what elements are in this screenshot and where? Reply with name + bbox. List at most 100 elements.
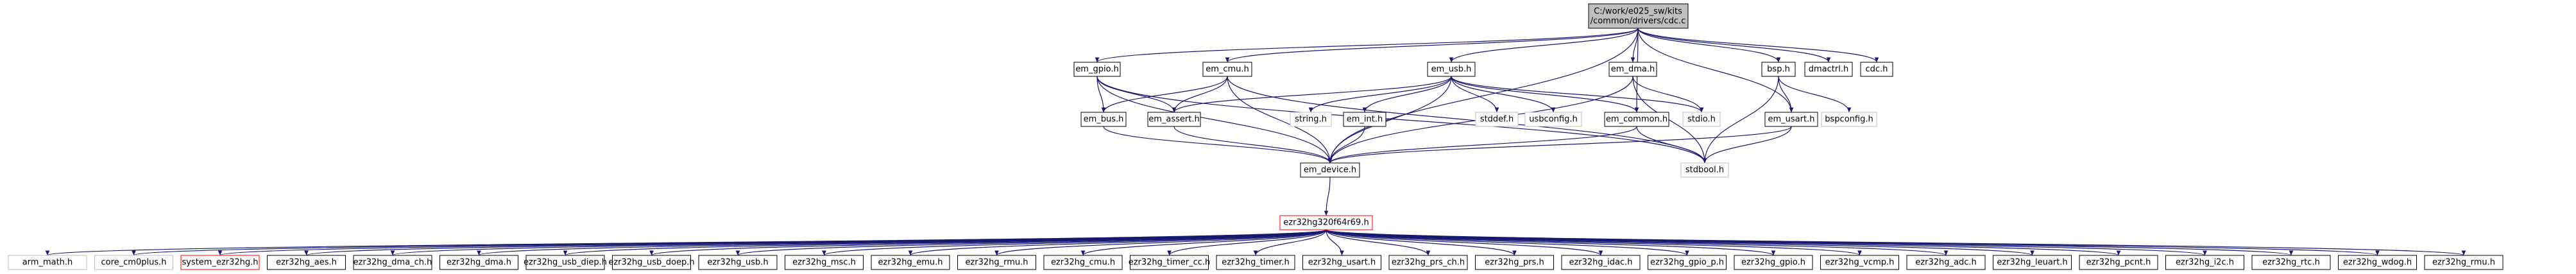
node-em_assert[interactable]: em_assert.h (1147, 112, 1201, 127)
edge-efm-to-bottom-13 (1167, 229, 1327, 256)
node-em_usb[interactable]: em_usb.h (1427, 62, 1476, 77)
node-label-stddef: stddef.h (1480, 115, 1514, 124)
node-label-em_common: em_common.h (1606, 115, 1668, 124)
node-bottom-3[interactable]: ezr32hg_aes.h (267, 255, 346, 270)
node-label-bottom-15: ezr32hg_usart.h (1308, 258, 1376, 268)
edge-em_gpio-to-stdbool (1096, 76, 1707, 164)
node-label-bottom-22: ezr32hg_adc.h (1915, 258, 1976, 268)
node-em-device[interactable]: em_device.h (1300, 162, 1360, 178)
node-usbconfig[interactable]: usbconfig.h (1524, 112, 1582, 127)
node-label-bottom-3: ezr32hg_aes.h (276, 258, 337, 268)
node-label-em-device: em_device.h (1304, 166, 1356, 175)
edge-efm-to-bottom-8 (735, 229, 1327, 256)
node-bottom-11[interactable]: ezr32hg_rmu.h (957, 255, 1036, 270)
node-label-bottom-12: ezr32hg_cmu.h (1051, 258, 1115, 268)
edge-efm-to-bottom-15 (1326, 229, 1344, 256)
edge-root-to-em_usb (1449, 28, 1639, 63)
node-label-em_gpio: em_gpio.h (1075, 65, 1118, 74)
node-em_usart[interactable]: em_usart.h (1764, 112, 1818, 127)
node-cdc[interactable]: cdc.h (1860, 62, 1893, 77)
edge-efm-to-bottom-0 (46, 229, 1327, 256)
node-label-em_cmu: em_cmu.h (1206, 65, 1249, 74)
node-stdbool[interactable]: stdbool.h (1680, 162, 1729, 178)
node-em_cmu[interactable]: em_cmu.h (1202, 62, 1252, 77)
node-label-bottom-19: ezr32hg_gpio_p.h (1650, 258, 1724, 268)
node-ezr32hg320f64r69[interactable]: ezr32hg320f64r69.h (1279, 215, 1373, 230)
node-label-stdbool: stdbool.h (1685, 166, 1724, 175)
node-em_dma[interactable]: em_dma.h (1608, 62, 1657, 77)
edge-em_usart-to-em_device (1327, 126, 1792, 164)
node-label-bottom-17: ezr32hg_prs.h (1485, 258, 1544, 268)
edge-em_cmu-to-em_bus (1101, 76, 1228, 113)
node-label-bottom-26: ezr32hg_rtc.h (2262, 258, 2320, 268)
node-label-bottom-13: ezr32hg_timer_cc.h (1129, 258, 1211, 268)
node-bottom-26[interactable]: ezr32hg_rtc.h (2251, 255, 2331, 270)
node-em_common[interactable]: em_common.h (1604, 112, 1669, 127)
node-bottom-9[interactable]: ezr32hg_msc.h (785, 255, 864, 270)
node-label-usbconfig: usbconfig.h (1529, 115, 1577, 124)
node-label-em_usb: em_usb.h (1431, 65, 1472, 74)
node-bottom-4[interactable]: ezr32hg_dma_ch.h (353, 255, 432, 270)
edge-efm-to-bottom-24 (1326, 229, 2120, 256)
node-bottom-6[interactable]: ezr32hg_usb_diep.h (524, 255, 607, 270)
node-bottom-0[interactable]: arm_math.h (8, 255, 87, 270)
node-bottom-28[interactable]: ezr32hg_rmu.h (2424, 255, 2503, 270)
node-bottom-12[interactable]: ezr32hg_cmu.h (1043, 255, 1123, 270)
node-bspconfig[interactable]: bspconfig.h (1821, 112, 1877, 127)
node-bottom-20[interactable]: ezr32hg_gpio.h (1734, 255, 1813, 270)
node-bottom-22[interactable]: ezr32hg_adc.h (1906, 255, 1986, 270)
node-bottom-17[interactable]: ezr32hg_prs.h (1475, 255, 1554, 270)
node-em_gpio[interactable]: em_gpio.h (1073, 62, 1121, 77)
edge-efm-to-bottom-16 (1326, 229, 1431, 256)
node-label-em_dma: em_dma.h (1611, 65, 1655, 74)
edge-efm-to-bottom-1 (132, 229, 1327, 256)
edge-em_usb-to-em_assert (1172, 76, 1452, 113)
root-node-cdc-c[interactable]: C:/work/e025_sw/kits /common/drivers/cdc… (1588, 3, 1689, 29)
node-label-bottom-5: ezr32hg_dma.h (447, 258, 511, 268)
node-bottom-18[interactable]: ezr32hg_idac.h (1561, 255, 1641, 270)
node-bottom-8[interactable]: ezr32hg_usb.h (698, 255, 778, 270)
node-stdio[interactable]: stdio.h (1682, 112, 1721, 127)
node-em_bus[interactable]: em_bus.h (1080, 112, 1127, 127)
node-bottom-10[interactable]: ezr32hg_emu.h (871, 255, 950, 270)
edge-root-to-cdc (1637, 28, 1879, 63)
edge-em_common-to-stdbool (1636, 126, 1707, 164)
node-string[interactable]: string.h (1290, 112, 1332, 127)
node-label-bottom-23: ezr32hg_leuart.h (1997, 258, 2067, 268)
node-bottom-23[interactable]: ezr32hg_leuart.h (1993, 255, 2072, 270)
node-bottom-15[interactable]: ezr32hg_usart.h (1302, 255, 1381, 270)
node-bottom-27[interactable]: ezr32hg_wdog.h (2338, 255, 2417, 270)
node-bottom-2[interactable]: system_ezr32hg.h (180, 255, 260, 270)
node-bottom-19[interactable]: ezr32hg_gpio_p.h (1648, 255, 1727, 270)
node-bottom-7[interactable]: ezr32hg_usb_doep.h (608, 255, 695, 270)
node-bottom-24[interactable]: ezr32hg_pcnt.h (2079, 255, 2158, 270)
node-em_int[interactable]: em_int.h (1343, 112, 1386, 127)
node-label-bottom-4: ezr32hg_dma_ch.h (354, 258, 432, 268)
dependency-edges (46, 28, 2466, 256)
node-bottom-16[interactable]: ezr32hg_prs_ch.h (1388, 255, 1468, 270)
edge-efm-to-bottom-19 (1326, 229, 1689, 256)
edge-em_usb-to-stddef (1451, 76, 1499, 113)
edge-efm-to-bottom-27 (1326, 229, 2380, 256)
node-bottom-25[interactable]: ezr32hg_i2c.h (2165, 255, 2244, 270)
edge-efm-to-bottom-18 (1326, 229, 1603, 256)
node-dmactrl[interactable]: dmactrl.h (1804, 62, 1853, 77)
node-label-em_usart: em_usart.h (1768, 115, 1815, 124)
node-bottom-5[interactable]: ezr32hg_dma.h (439, 255, 518, 270)
edge-em_common-to-em_device (1327, 126, 1637, 164)
node-label-bottom-24: ezr32hg_pcnt.h (2086, 258, 2151, 268)
node-bottom-1[interactable]: core_cm0plus.h (94, 255, 173, 270)
node-bottom-13[interactable]: ezr32hg_timer_cc.h (1129, 255, 1211, 270)
edge-efm-to-bottom-17 (1326, 229, 1517, 256)
edge-em_cmu-to-em_device (1227, 76, 1333, 164)
node-bottom-21[interactable]: ezr32hg_vcmp.h (1820, 255, 1899, 270)
node-label-bottom-11: ezr32hg_rmu.h (965, 258, 1028, 268)
node-label-bottom-8: ezr32hg_usb.h (707, 258, 768, 268)
node-label-bottom-0: arm_math.h (22, 258, 73, 268)
node-label-bottom-20: ezr32hg_gpio.h (1741, 258, 1805, 268)
node-bottom-14[interactable]: ezr32hg_timer.h (1216, 255, 1295, 270)
node-stddef[interactable]: stddef.h (1475, 112, 1519, 127)
node-bsp[interactable]: bsp.h (1761, 62, 1796, 77)
edge-root-to-em_usart (1637, 28, 1794, 113)
